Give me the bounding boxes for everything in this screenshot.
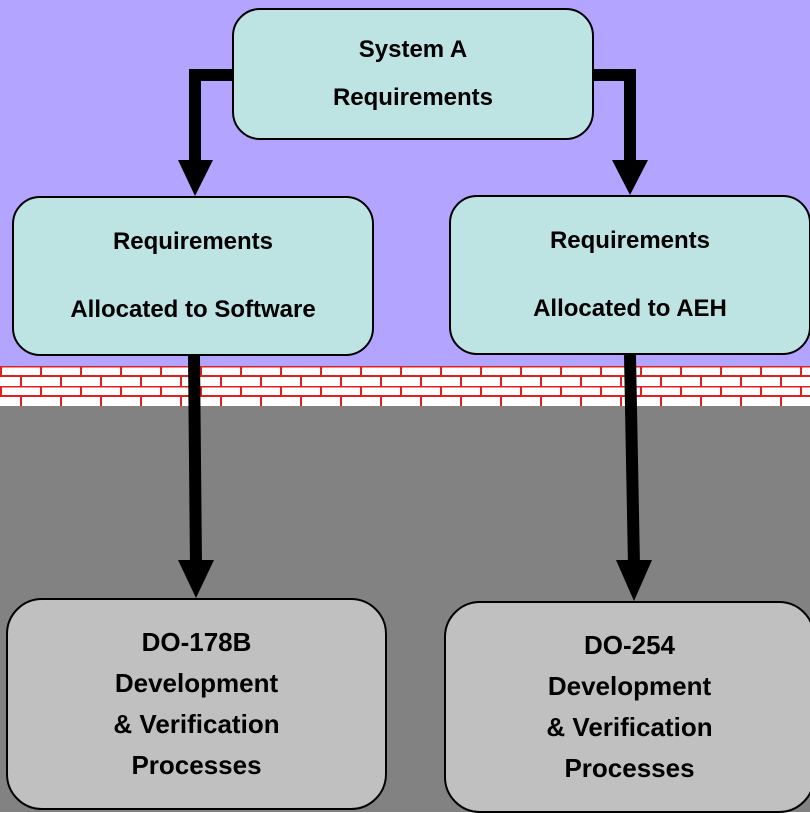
- node-label: Requirements: [112, 228, 274, 255]
- node-label: DO-254: [583, 630, 676, 660]
- node-label: Development: [547, 671, 712, 701]
- arrow-software-to-do178: [188, 355, 202, 567]
- node-label: DO-178B: [141, 627, 252, 657]
- aeh-requirements-node: Requirements Allocated to AEH: [449, 195, 810, 355]
- arrowhead-software: [178, 160, 213, 196]
- brick-wall: [0, 366, 810, 406]
- node-label: Allocated to AEH: [533, 295, 727, 322]
- arrow-system-to-hardware: [594, 69, 636, 165]
- node-label: Allocated to Software: [70, 296, 316, 323]
- do178b-process-node: DO-178B Development & Verification Proce…: [6, 598, 387, 810]
- arrowhead-do254: [616, 560, 652, 601]
- node-label: Requirements: [549, 227, 711, 254]
- arrow-system-to-software: [189, 69, 232, 165]
- software-requirements-node: Requirements Allocated to Software: [12, 196, 374, 356]
- node-label: Processes: [131, 750, 262, 780]
- arrowhead-hardware: [612, 160, 648, 195]
- node-label: Requirements: [332, 84, 494, 111]
- node-label: & Verification: [546, 712, 713, 742]
- system-requirements-node: System A Requirements: [232, 8, 594, 140]
- arrowhead-do178: [178, 560, 214, 598]
- arrow-hardware-to-do254: [624, 354, 640, 567]
- do254-process-node: DO-254 Development & Verification Proces…: [444, 601, 810, 813]
- node-label: System A: [358, 36, 468, 63]
- node-label: Processes: [564, 753, 695, 783]
- node-label: & Verification: [113, 709, 280, 739]
- node-label: Development: [114, 668, 279, 698]
